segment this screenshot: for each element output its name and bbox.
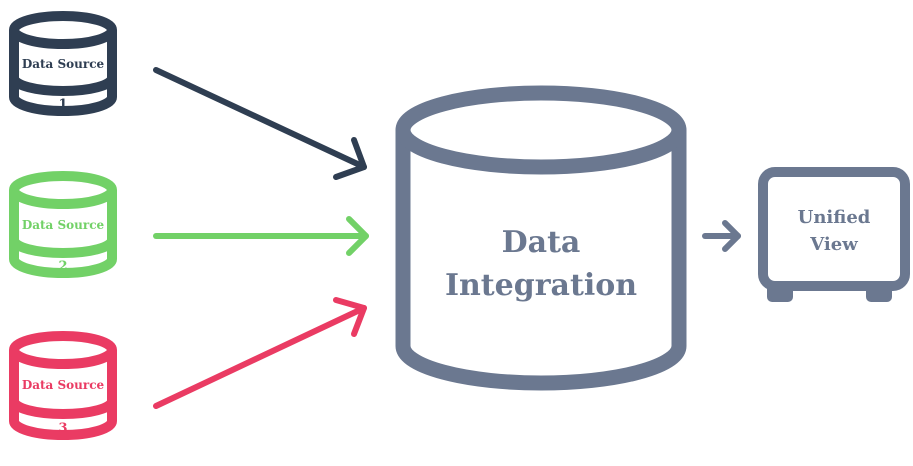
data-source-1: Data Source 1: [9, 11, 117, 116]
data-source-2-number: 2: [58, 259, 67, 274]
unified-view-display: Unified View: [758, 167, 910, 302]
data-source-1-title: Data Source: [22, 57, 105, 71]
data-source-3-cylinder: [9, 331, 117, 440]
arrow-source-2-to-hub: [153, 216, 369, 256]
data-source-1-cylinder: [9, 11, 117, 116]
data-integration-label-line-1: Data: [502, 225, 581, 260]
data-integration-cylinder: [395, 85, 687, 391]
data-source-3: Data Source 3: [9, 331, 117, 440]
data-source-2: Data Source 2: [9, 171, 117, 278]
arrow-hub-to-view: [702, 220, 741, 252]
unified-view-label-line-2: View: [809, 234, 858, 255]
arrow-source-3-to-hub: [153, 297, 367, 409]
data-source-2-cylinder: [9, 171, 117, 278]
data-source-2-title: Data Source: [22, 218, 105, 232]
unified-view-label-line-1: Unified: [798, 207, 871, 228]
data-integration-label-line-2: Integration: [445, 268, 637, 303]
arrow-source-1-to-hub: [153, 67, 367, 180]
data-integration-hub: Data Integration: [395, 85, 687, 391]
data-source-1-number: 1: [58, 97, 67, 112]
data-source-3-title: Data Source: [22, 378, 105, 392]
monitor-icon: [758, 167, 910, 302]
data-source-3-number: 3: [58, 421, 67, 436]
